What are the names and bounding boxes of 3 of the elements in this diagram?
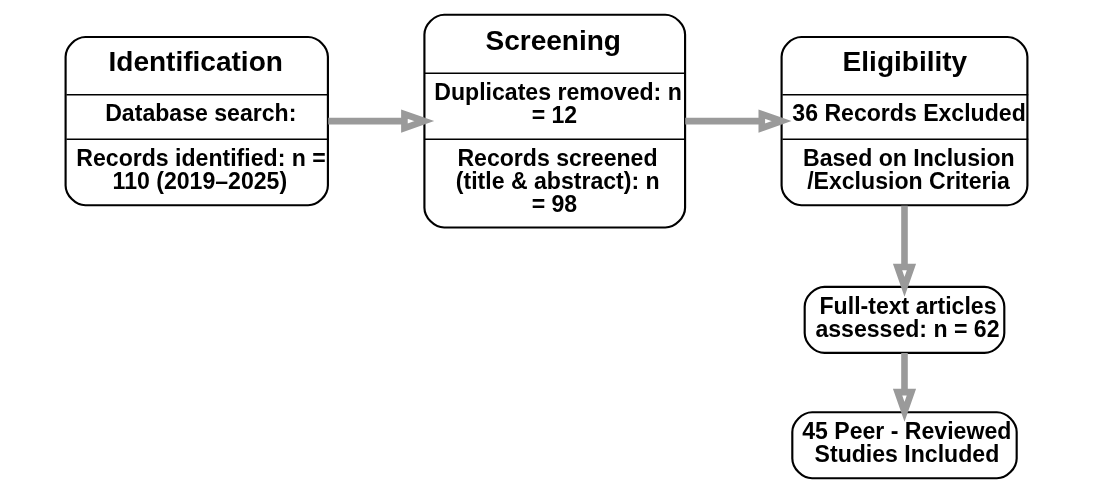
node-box: Full-text articles assessed: n = 62	[803, 285, 1006, 354]
arrow	[892, 205, 917, 297]
node-box: 45 Peer - Reviewed Studies Included	[791, 411, 1018, 480]
